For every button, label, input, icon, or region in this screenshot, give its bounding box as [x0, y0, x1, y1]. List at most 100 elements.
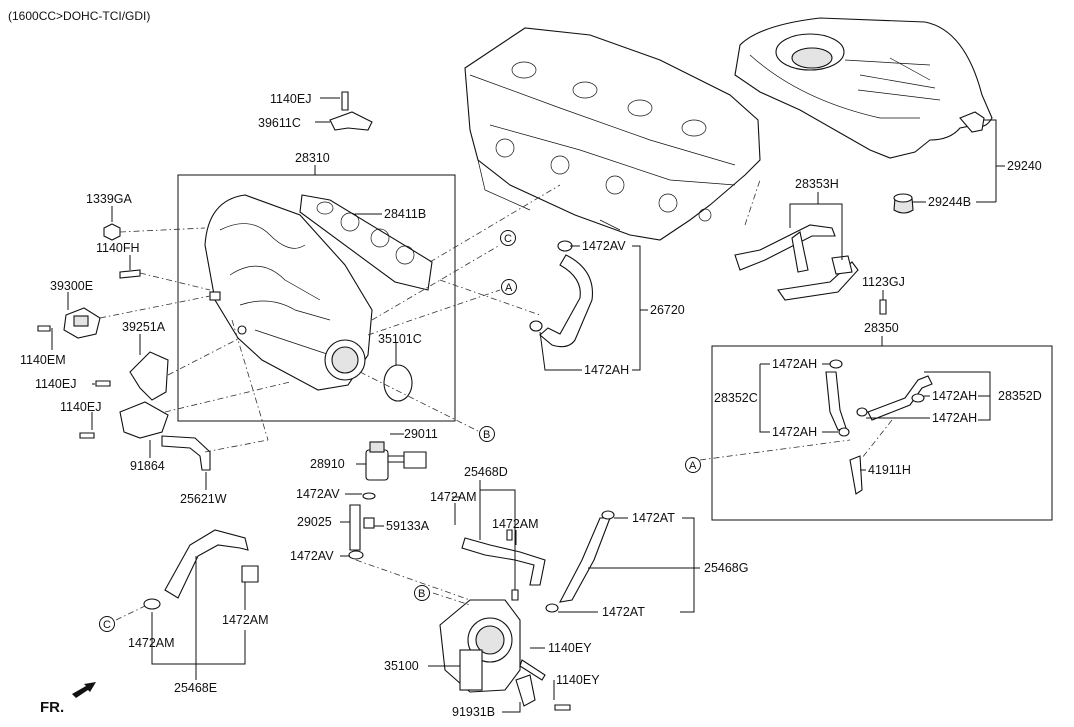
pipe-28353H [734, 224, 859, 301]
label-1472AM-b: 1472AM [492, 517, 539, 531]
connection-lines [99, 179, 893, 621]
nut-1339GA [103, 223, 121, 241]
clip-1472AT-low [545, 603, 559, 613]
clip-1472AM-b [511, 589, 519, 601]
sensor-39300E [63, 307, 101, 339]
bolt-1123GJ [879, 299, 887, 315]
label-29240: 29240 [1007, 159, 1042, 173]
label-1140EJ-mid: 1140EJ [35, 377, 76, 391]
hose-28352D [856, 375, 933, 421]
hose-26720 [529, 240, 594, 348]
hose-28352C [825, 359, 850, 437]
intake-manifold [204, 194, 373, 391]
svg-text:B: B [483, 429, 490, 441]
pipe-41911H [849, 455, 863, 495]
label-1140EJ-low: 1140EJ [60, 400, 101, 414]
label-29025: 29025 [297, 515, 332, 529]
svg-text:FR.: FR. [40, 699, 64, 716]
label-1140EM: 1140EM [20, 353, 66, 367]
label-35101C: 35101C [378, 332, 422, 346]
label-1472AV-mid: 1472AV [296, 487, 340, 501]
label-1123GJ: 1123GJ [862, 275, 905, 289]
label-91864: 91864 [130, 459, 165, 473]
grommet-29244B [893, 193, 914, 214]
label-1472AH-top: 1472AH [584, 363, 629, 377]
clamp-1472AV-low [348, 550, 364, 560]
bracket-91864 [119, 401, 169, 439]
label-1472AH-box4: 1472AH [772, 425, 817, 439]
svg-text:A: A [505, 282, 513, 294]
label-39300E: 39300E [50, 279, 93, 293]
svg-text:A: A [689, 460, 697, 472]
purge-valve-28910 [365, 441, 407, 481]
svg-text:B: B [418, 588, 425, 600]
label-28352C: 28352C [714, 391, 758, 405]
bracket-39251A [129, 351, 169, 401]
bolt-1140FH [119, 269, 141, 279]
label-41911H: 41911H [868, 463, 911, 477]
clamp-1472AV-mid [362, 492, 376, 500]
label-28350: 28350 [864, 321, 899, 335]
label-91931B: 91931B [452, 705, 495, 719]
label-1472AT-top: 1472AT [632, 511, 675, 525]
label-1140FH: 1140FH [96, 241, 140, 255]
callout-a-box: A [685, 457, 701, 473]
clip-1472AM-a [506, 529, 513, 541]
engine-spec-header: (1600CC>DOHC-TCI/GDI) [8, 9, 150, 23]
hose-29025 [349, 504, 361, 551]
label-25621W: 25621W [180, 492, 227, 506]
front-arrow-icon [72, 682, 96, 698]
svg-text:C: C [504, 233, 512, 245]
label-1472AH-box3: 1472AH [932, 411, 977, 425]
throttle-o-ring [383, 364, 413, 402]
callout-a-top: A [501, 279, 517, 295]
callout-c-bottom: C [99, 616, 115, 632]
label-1140EJ-top: 1140EJ [270, 92, 311, 106]
hose-25621W [161, 435, 211, 471]
label-1339GA: 1339GA [86, 192, 133, 206]
leader-lines [51, 97, 1005, 713]
label-59133A: 59133A [386, 519, 430, 533]
label-28353H: 28353H [795, 177, 839, 191]
label-1472AM-a: 1472AM [430, 490, 477, 504]
label-1140EY-a: 1140EY [548, 641, 592, 655]
label-1472AH-box2: 1472AH [932, 389, 977, 403]
bracket-91931B [515, 674, 536, 707]
bolt-1140EM [37, 325, 51, 332]
label-29011: 29011 [404, 427, 438, 441]
label-28310: 28310 [295, 151, 330, 165]
clip-1472AM-c [143, 598, 161, 610]
label-39611C: 39611C [258, 116, 301, 130]
bolt-1140EY-a [519, 659, 546, 681]
svg-text:C: C [103, 619, 111, 631]
hose-25468D [461, 537, 546, 586]
bolt-1140EJ-low [79, 432, 95, 439]
clip-1472AM-d [241, 565, 259, 583]
bolt-1140EY-b [554, 704, 571, 711]
label-35100: 35100 [384, 659, 419, 673]
label-1472AM-d: 1472AM [222, 613, 269, 627]
label-26720: 26720 [650, 303, 685, 317]
front-direction-marker: FR. [40, 682, 96, 716]
hose-25468G [558, 517, 611, 603]
intake-manifold-group-box [177, 174, 456, 422]
callout-b-throttle: B [414, 585, 430, 601]
label-1472AH-box1: 1472AH [772, 357, 817, 371]
label-1472AV-low: 1472AV [290, 549, 334, 563]
throttle-body-35100 [439, 599, 521, 693]
bolt-1140EJ-mid [95, 380, 111, 387]
label-1140EY-b: 1140EY [556, 673, 600, 687]
connector-29011 [403, 451, 427, 469]
manifold-gasket [299, 194, 433, 291]
callout-c-top: C [500, 230, 516, 246]
engine-cover [734, 17, 993, 159]
cylinder-head [464, 27, 761, 241]
label-28411B: 28411B [384, 207, 426, 221]
cap-59133A [363, 517, 375, 529]
label-29244B: 29244B [928, 195, 971, 209]
clip-1472AT-top [601, 510, 615, 520]
label-25468D: 25468D [464, 465, 508, 479]
label-28352D: 28352D [998, 389, 1042, 403]
label-25468E: 25468E [174, 681, 217, 695]
